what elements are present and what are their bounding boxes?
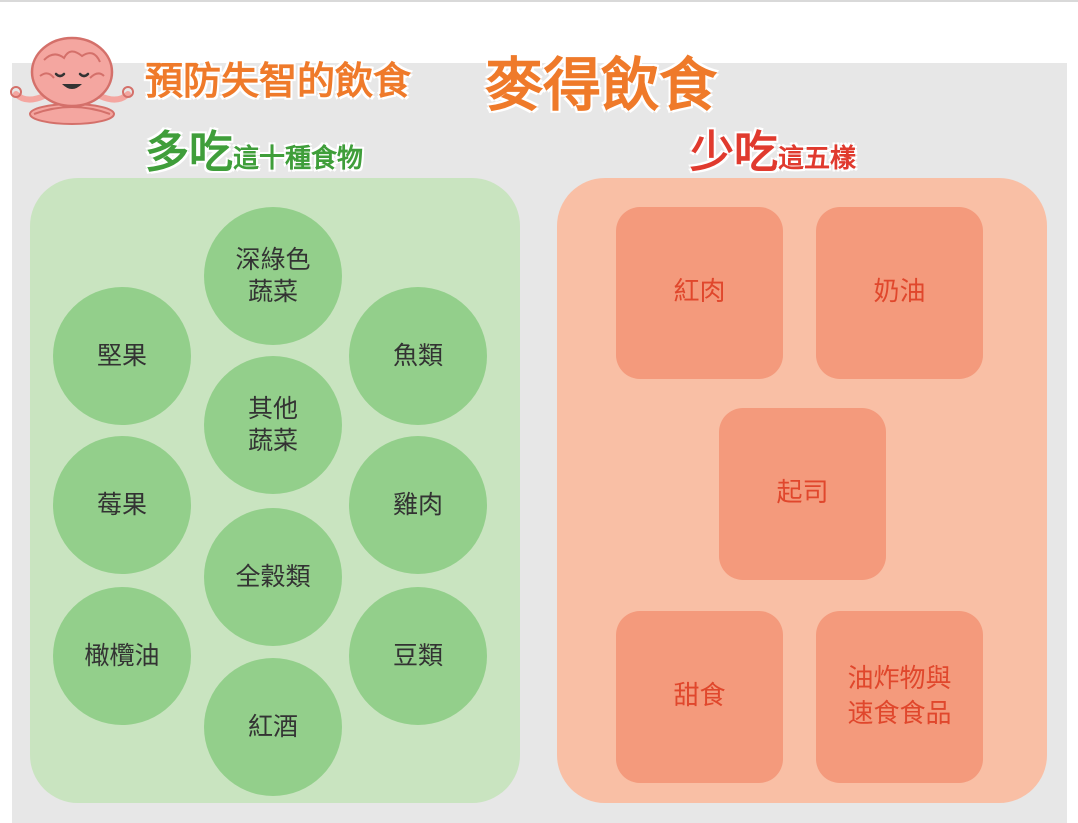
eat-less-heading: 少吃這五樣: [690, 116, 856, 180]
food-circle-olive-oil: 橄欖油: [53, 587, 191, 725]
eat-more-heading-big: 多吃: [145, 127, 233, 178]
food-circle-berries: 莓果: [53, 436, 191, 574]
subtitle: 預防失智的飲食: [145, 59, 412, 103]
eat-less-heading-big: 少吃: [690, 127, 778, 178]
food-box-red-meat: 紅肉: [616, 207, 783, 379]
food-circle-nuts: 堅果: [53, 287, 191, 425]
eat-less-heading-small: 這五樣: [778, 144, 857, 174]
food-circle-chicken: 雞肉: [349, 436, 487, 574]
food-box-fried-fast-food: 油炸物與 速食食品: [816, 611, 983, 783]
food-circle-other-vegetables: 其他 蔬菜: [204, 356, 342, 494]
eat-more-heading: 多吃這十種食物: [145, 116, 363, 180]
food-circle-beans: 豆類: [349, 587, 487, 725]
eat-more-heading-small: 這十種食物: [233, 144, 364, 174]
meditating-brain-icon: [10, 36, 134, 125]
top-divider: [0, 0, 1078, 2]
food-circle-dark-green-vegetables: 深綠色 蔬菜: [204, 207, 342, 345]
food-box-sweets: 甜食: [616, 611, 783, 783]
page-title: 麥得飲食: [485, 51, 718, 119]
food-circle-fish: 魚類: [349, 287, 487, 425]
food-box-butter: 奶油: [816, 207, 983, 379]
food-circle-red-wine: 紅酒: [204, 658, 342, 796]
food-circle-whole-grains: 全穀類: [204, 508, 342, 646]
food-box-cheese: 起司: [719, 408, 886, 580]
